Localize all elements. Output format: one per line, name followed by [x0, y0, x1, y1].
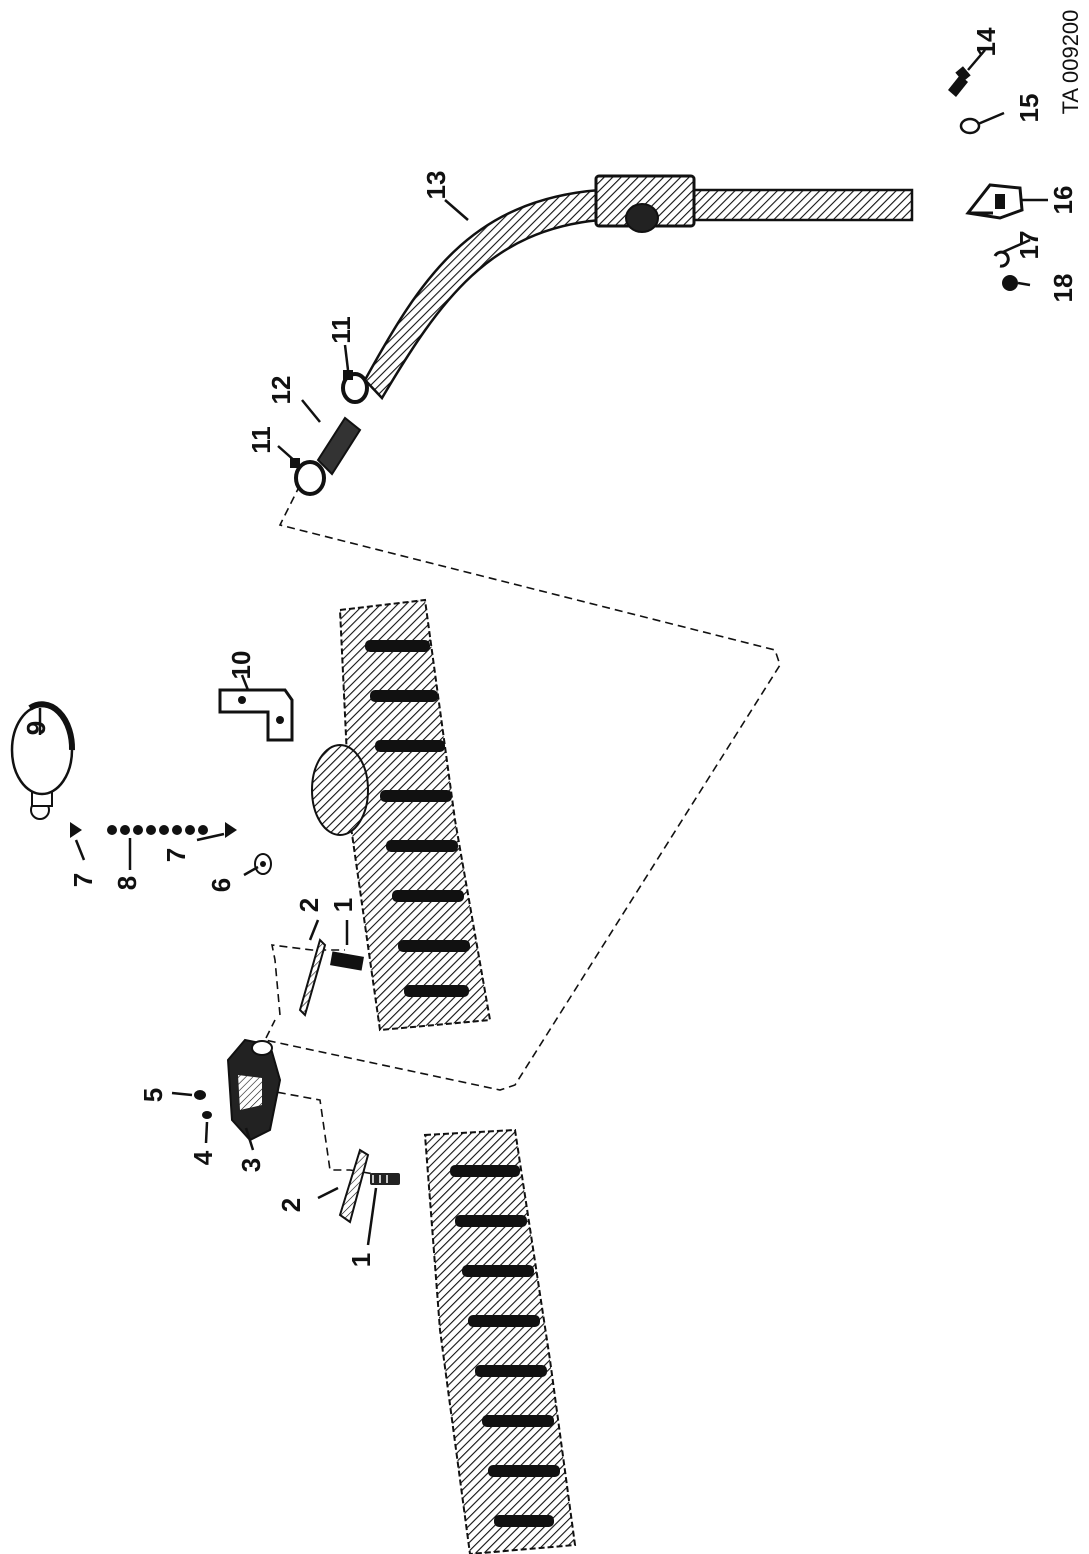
figure-id: TA 009200 [1058, 10, 1083, 115]
callout-6: 6 [206, 878, 236, 892]
callout-11-right: 11 [326, 316, 356, 344]
callout-7-lower: 7 [161, 848, 191, 862]
leader-lines [38, 49, 1048, 1246]
callout-12: 12 [266, 376, 296, 405]
callout-9: 9 [21, 721, 51, 735]
callout-4: 4 [188, 1150, 218, 1165]
filler-tube [363, 174, 914, 401]
nut [1002, 275, 1018, 291]
callout-18: 18 [1048, 274, 1078, 303]
upper-cylinder-head [311, 598, 492, 1032]
callout-16: 16 [1048, 186, 1078, 215]
lock-washer [993, 250, 1010, 268]
clip [965, 183, 1024, 220]
hose-clamp [290, 458, 326, 496]
screw [948, 66, 971, 97]
hose-clamp [341, 370, 369, 404]
callout-2-lower: 2 [276, 1198, 306, 1212]
cap [10, 701, 76, 820]
callout-7-upper: 7 [68, 873, 98, 887]
nut-5 [194, 1090, 206, 1100]
gasket [338, 1148, 370, 1224]
gasket [298, 938, 327, 1017]
callout-11-left: 11 [246, 426, 276, 454]
callout-10: 10 [226, 651, 256, 680]
callout-8: 8 [112, 876, 142, 890]
lower-cylinder-head [423, 1128, 577, 1554]
callout-labels: 1 1 2 2 3 4 5 6 7 7 8 9 10 11 11 12 13 1… [21, 10, 1083, 1268]
callout-1-upper: 1 [328, 898, 358, 912]
short-hose [316, 416, 362, 476]
callout-14: 14 [971, 27, 1001, 56]
callout-5: 5 [138, 1088, 168, 1102]
stud [370, 1173, 400, 1185]
callout-17: 17 [1014, 231, 1044, 260]
lock-washer-4 [202, 1111, 212, 1119]
callout-2-upper: 2 [294, 898, 324, 912]
callout-1-lower: 1 [346, 1253, 376, 1267]
bead-chain [70, 822, 237, 838]
callout-15: 15 [1014, 94, 1044, 123]
washer-6 [254, 853, 272, 875]
callout-3: 3 [236, 1158, 266, 1172]
callout-13: 13 [421, 171, 451, 200]
washer [959, 117, 981, 135]
adapter [226, 1038, 282, 1142]
stud [330, 951, 364, 971]
angle-bracket [218, 688, 294, 742]
